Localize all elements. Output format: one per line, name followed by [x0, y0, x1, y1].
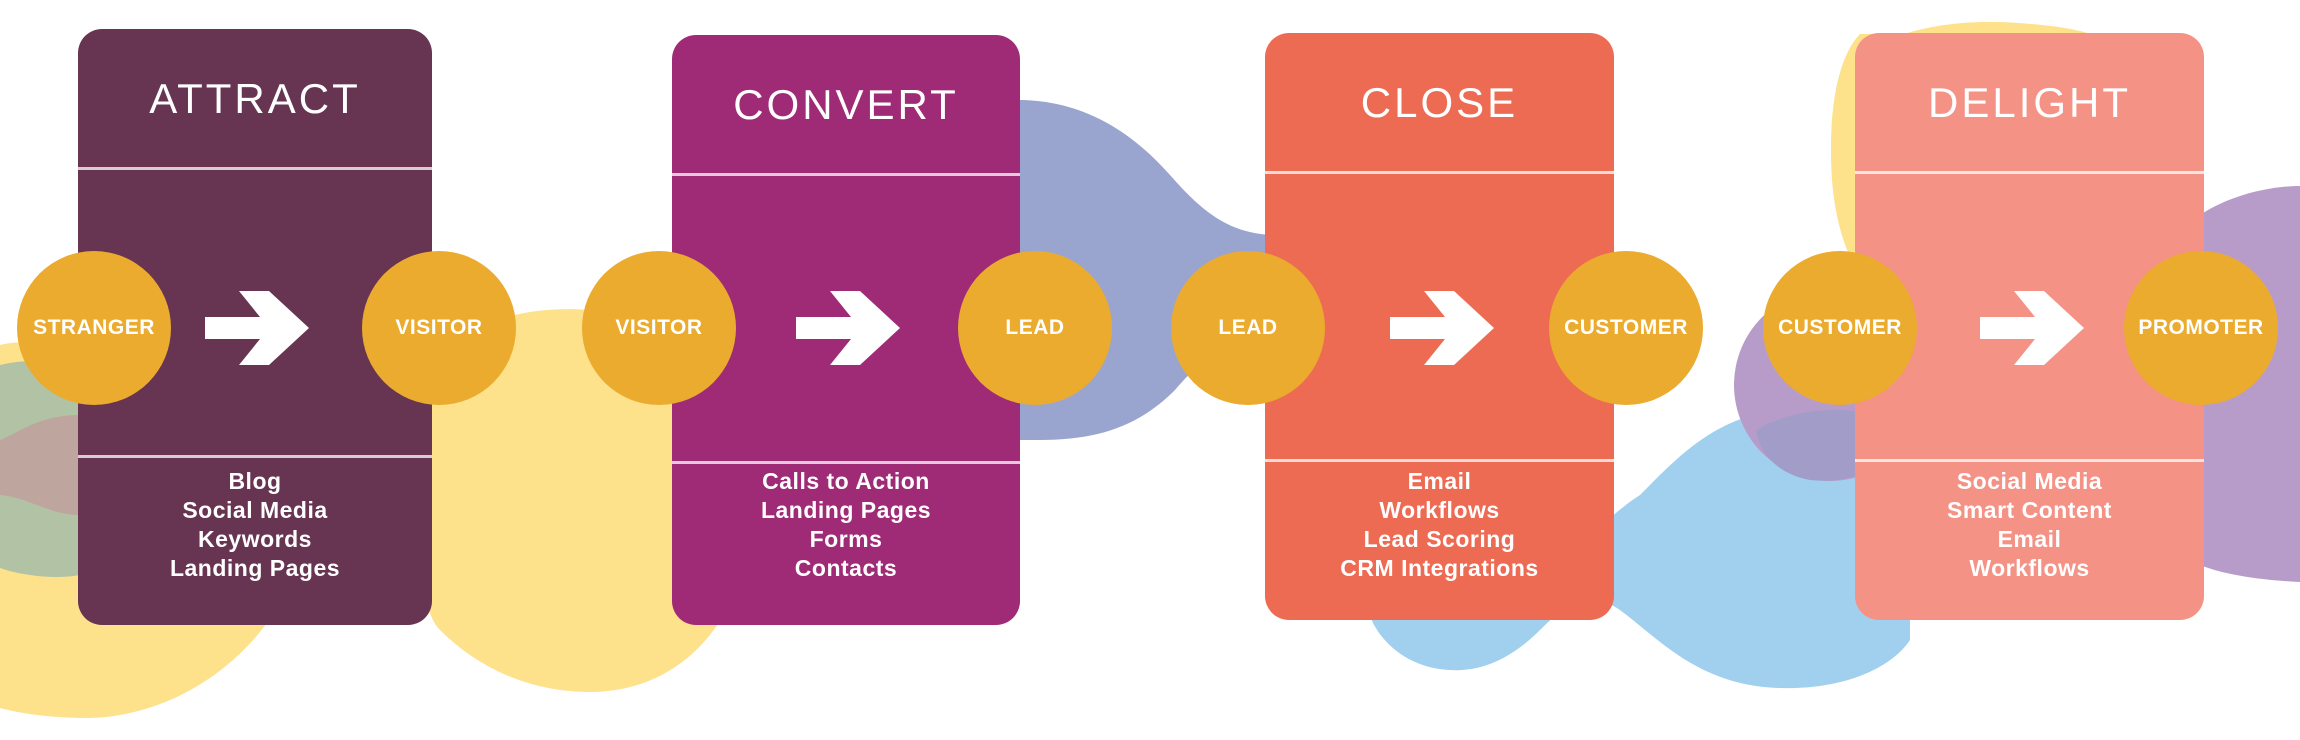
tool-item: Lead Scoring [1363, 526, 1516, 552]
lifecycle-circle-visitor: VISITOR [362, 251, 516, 405]
lifecycle-label: STRANGER [33, 316, 155, 339]
tool-item: Landing Pages [760, 497, 932, 523]
blob-purple-blue-overlap [1756, 410, 1870, 481]
stage-title: DELIGHT [1927, 79, 2132, 126]
tool-item: Workflows [1379, 497, 1500, 523]
divider-bottom [1855, 459, 2204, 462]
lifecycle-circle-customer: CUSTOMER [1763, 251, 1917, 405]
lifecycle-circle-lead: LEAD [958, 251, 1112, 405]
tool-item: Email [1407, 468, 1472, 494]
divider-top [1265, 171, 1614, 174]
tool-item: Social Media [182, 497, 328, 523]
tool-item: Email [1997, 526, 2062, 552]
lifecycle-circle-visitor: VISITOR [582, 251, 736, 405]
stage-title: CONVERT [733, 81, 959, 128]
divider-top [1855, 171, 2204, 174]
arrow-right-icon [1389, 291, 1494, 365]
tool-item: Contacts [794, 555, 898, 581]
lifecycle-circle-customer: CUSTOMER [1549, 251, 1703, 405]
tool-item: Workflows [1969, 555, 2090, 581]
arrow-right-icon [205, 291, 309, 365]
lifecycle-label: CUSTOMER [1564, 316, 1688, 339]
stage-title: CLOSE [1360, 79, 1519, 126]
divider-bottom [672, 461, 1020, 464]
lifecycle-label: LEAD [1218, 316, 1278, 339]
divider-bottom [78, 455, 432, 458]
tool-item: Blog [228, 468, 282, 494]
stage-title: ATTRACT [149, 75, 361, 122]
divider-bottom [1265, 459, 1614, 462]
tool-item: Calls to Action [762, 468, 930, 494]
lifecycle-label: VISITOR [395, 316, 483, 339]
divider-top [672, 173, 1020, 176]
tool-item: Landing Pages [169, 555, 341, 581]
lifecycle-circle-promoter: PROMOTER [2124, 251, 2278, 405]
tool-item: Forms [809, 526, 883, 552]
lifecycle-label: VISITOR [615, 316, 703, 339]
blob-mauve [0, 415, 80, 515]
lifecycle-label: PROMOTER [2138, 316, 2264, 339]
tool-item: Keywords [198, 526, 312, 552]
lifecycle-label: LEAD [1005, 316, 1065, 339]
lifecycle-circle-stranger: STRANGER [17, 251, 171, 405]
lifecycle-label: CUSTOMER [1778, 316, 1902, 339]
tool-item: CRM Integrations [1340, 555, 1539, 581]
arrow-right-icon [796, 291, 900, 365]
lifecycle-circle-lead: LEAD [1171, 251, 1325, 405]
tool-item: Smart Content [1947, 497, 2112, 523]
arrow-right-icon [1979, 291, 2084, 365]
divider-top [78, 167, 432, 170]
tool-item: Social Media [1956, 468, 2103, 494]
